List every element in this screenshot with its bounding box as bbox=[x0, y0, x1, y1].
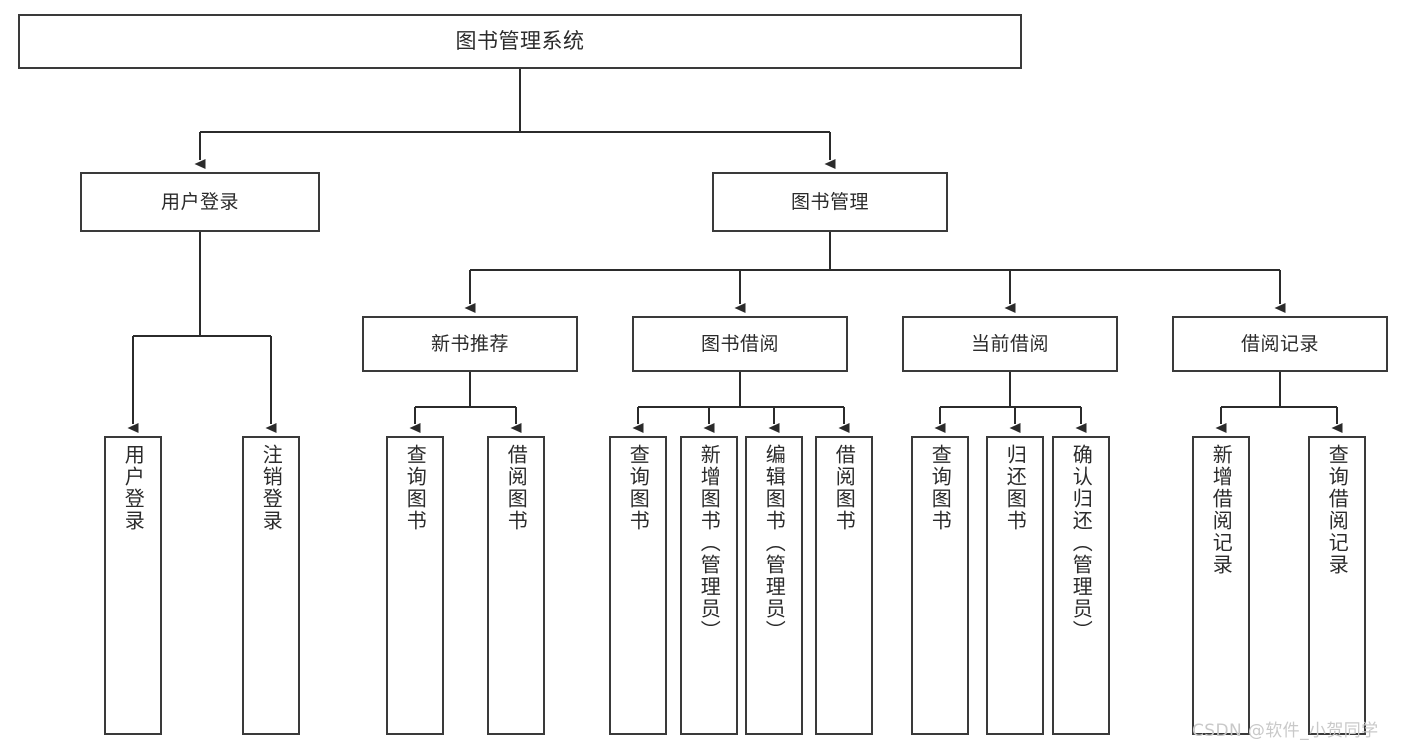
node-book-manage[interactable]: 图书管理 bbox=[712, 172, 948, 232]
node-leaf-edit-book[interactable]: 编辑图书（管理员） bbox=[745, 436, 803, 735]
node-leaf-query-book-recommend-label: 查询图书 bbox=[403, 444, 428, 532]
csdn-watermark: CSDN @软件_小贺同学 bbox=[1192, 721, 1379, 741]
node-leaf-confirm-return[interactable]: 确认归还（管理员） bbox=[1052, 436, 1110, 735]
node-leaf-user-login[interactable]: 用户登录 bbox=[104, 436, 162, 735]
node-root[interactable]: 图书管理系统 bbox=[18, 14, 1022, 69]
node-new-book-recommend[interactable]: 新书推荐 bbox=[362, 316, 578, 372]
node-leaf-borrow-book[interactable]: 借阅图书 bbox=[815, 436, 873, 735]
node-leaf-query-borrow-record[interactable]: 查询借阅记录 bbox=[1308, 436, 1366, 735]
node-borrow-record[interactable]: 借阅记录 bbox=[1172, 316, 1388, 372]
node-leaf-borrow-book-recommend-label: 借阅图书 bbox=[504, 444, 529, 532]
node-leaf-return-book[interactable]: 归还图书 bbox=[986, 436, 1044, 735]
node-leaf-add-borrow-record-label: 新增借阅记录 bbox=[1209, 444, 1234, 576]
node-leaf-return-book-label: 归还图书 bbox=[1003, 444, 1028, 532]
node-user-login-label: 用户登录 bbox=[160, 190, 239, 213]
node-borrow-record-label: 借阅记录 bbox=[1240, 332, 1319, 355]
node-leaf-edit-book-label: 编辑图书（管理员） bbox=[762, 444, 787, 642]
node-user-login[interactable]: 用户登录 bbox=[80, 172, 320, 232]
node-book-borrow-label: 图书借阅 bbox=[700, 332, 779, 355]
node-leaf-confirm-return-label: 确认归还（管理员） bbox=[1069, 444, 1094, 642]
node-root-label: 图书管理系统 bbox=[455, 29, 585, 54]
node-leaf-borrow-book-recommend[interactable]: 借阅图书 bbox=[487, 436, 545, 735]
node-new-book-recommend-label: 新书推荐 bbox=[430, 332, 509, 355]
node-leaf-add-book-label: 新增图书（管理员） bbox=[697, 444, 722, 642]
node-leaf-query-borrow-record-label: 查询借阅记录 bbox=[1325, 444, 1350, 576]
node-leaf-query-book-current-label: 查询图书 bbox=[928, 444, 953, 532]
node-leaf-logout[interactable]: 注销登录 bbox=[242, 436, 300, 735]
node-current-borrow-label: 当前借阅 bbox=[970, 332, 1049, 355]
node-leaf-user-login-label: 用户登录 bbox=[121, 444, 146, 532]
node-leaf-logout-label: 注销登录 bbox=[259, 444, 284, 532]
node-leaf-add-borrow-record[interactable]: 新增借阅记录 bbox=[1192, 436, 1250, 735]
node-leaf-query-book-recommend[interactable]: 查询图书 bbox=[386, 436, 444, 735]
node-leaf-query-book-current[interactable]: 查询图书 bbox=[911, 436, 969, 735]
node-leaf-add-book[interactable]: 新增图书（管理员） bbox=[680, 436, 738, 735]
node-book-borrow[interactable]: 图书借阅 bbox=[632, 316, 848, 372]
node-current-borrow[interactable]: 当前借阅 bbox=[902, 316, 1118, 372]
node-leaf-borrow-book-label: 借阅图书 bbox=[832, 444, 857, 532]
node-leaf-query-book-borrow[interactable]: 查询图书 bbox=[609, 436, 667, 735]
node-leaf-query-book-borrow-label: 查询图书 bbox=[626, 444, 651, 532]
node-book-manage-label: 图书管理 bbox=[790, 190, 869, 213]
